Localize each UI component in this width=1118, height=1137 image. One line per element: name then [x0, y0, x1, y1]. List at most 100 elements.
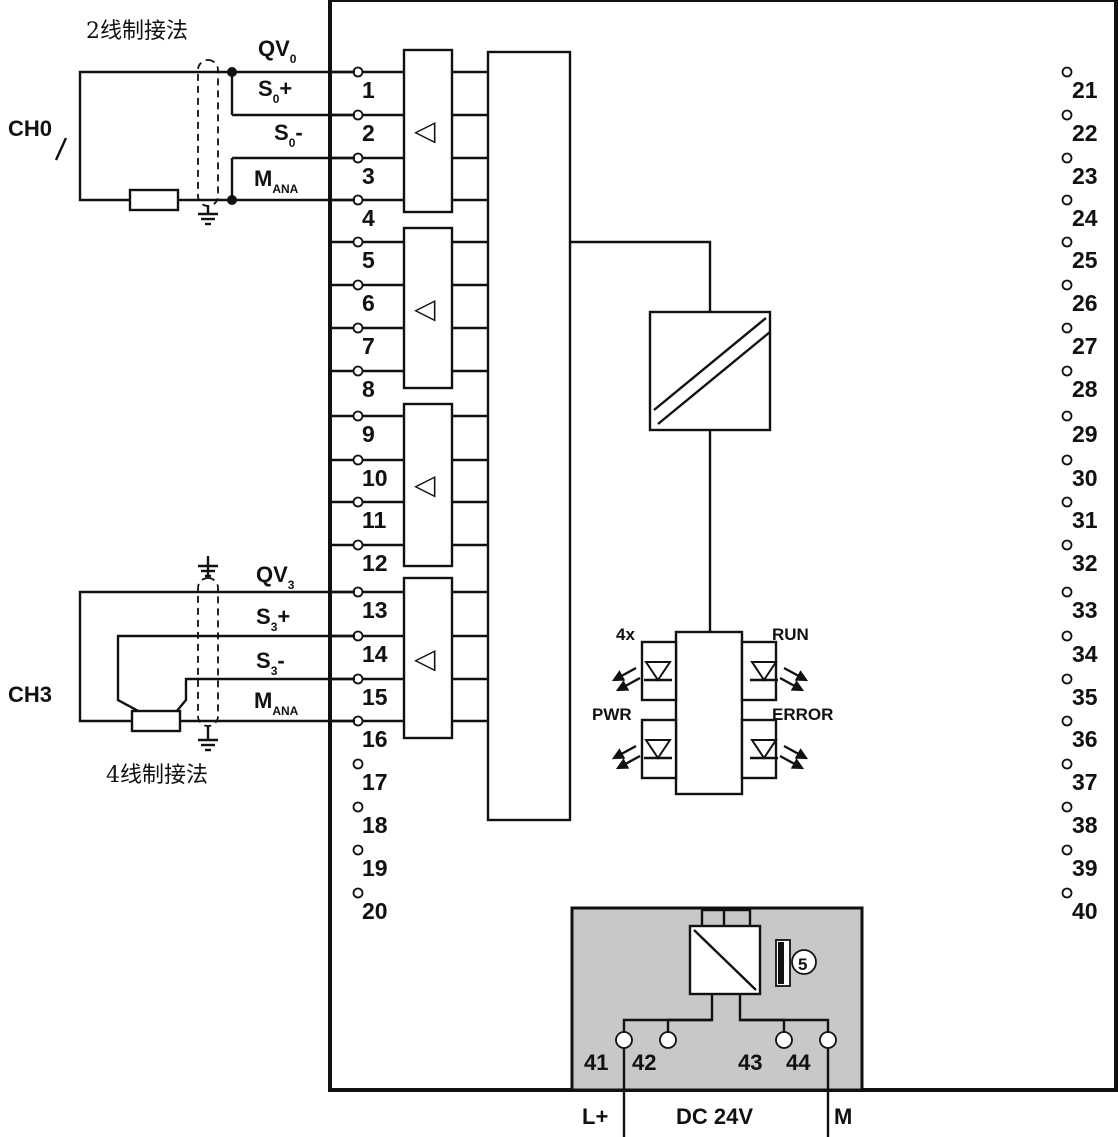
right-terminal-circle [1061, 236, 1073, 248]
terminal-to-amplifier-wires [362, 70, 404, 723]
right-terminal-circle [1061, 715, 1073, 727]
right-terminal-circle [1061, 194, 1073, 206]
amplifier-block-ch2: ◁ [402, 402, 488, 568]
right-terminal-number: 25 [1072, 247, 1098, 273]
ch0-external-wiring [54, 59, 355, 226]
right-terminal-circle [1061, 801, 1073, 813]
left-terminal-circle [352, 887, 364, 899]
right-terminal-circle [1061, 410, 1073, 422]
fuse-icon: 5 [775, 939, 817, 987]
left-terminal-number: 20 [362, 898, 388, 924]
left-terminal-number: 6 [362, 290, 375, 316]
led-run-label: RUN [772, 625, 809, 644]
power-terminal-43: 43 [738, 1050, 762, 1075]
led-error [740, 718, 809, 780]
left-terminal-number: 19 [362, 855, 388, 881]
right-terminal-circle [1061, 630, 1073, 642]
right-terminal-circle [1061, 539, 1073, 551]
right-terminal-number: 27 [1072, 333, 1098, 359]
right-terminal-number: 32 [1072, 550, 1098, 576]
left-terminal-circle [352, 496, 364, 508]
left-terminal-number: 11 [362, 507, 387, 533]
left-terminal-number: 5 [362, 247, 375, 273]
right-terminal-number: 24 [1072, 205, 1098, 231]
amplifier-block-ch3: ◁ [402, 576, 488, 740]
right-terminal-circle [1061, 109, 1073, 121]
power-terminal-44: 44 [786, 1050, 811, 1075]
amplifier-block-ch1: ◁ [402, 226, 488, 390]
left-terminal-circle [352, 322, 364, 334]
right-terminal-circle [1061, 758, 1073, 770]
right-terminal-circle [1061, 586, 1073, 598]
right-terminal-number: 23 [1072, 163, 1098, 189]
left-terminal-circle [352, 801, 364, 813]
right-terminal-circle [1061, 152, 1073, 164]
right-terminal-number: 30 [1072, 465, 1098, 491]
right-terminal-circle [1061, 279, 1073, 291]
led-run [740, 640, 809, 702]
amplifier-symbol: ◁ [414, 469, 436, 500]
power-terminal-42: 42 [632, 1050, 656, 1075]
right-terminal-circle [1061, 887, 1073, 899]
left-terminal-number: 14 [362, 641, 388, 667]
signal-s3-plus: S3+ [256, 604, 290, 634]
right-terminal-number: 37 [1072, 769, 1098, 795]
left-terminal-number: 12 [362, 550, 388, 576]
multiplexer-bus [486, 50, 572, 822]
left-terminal-number: 10 [362, 465, 388, 491]
power-dc-label: DC 24V [676, 1104, 753, 1129]
amplifier-symbol: ◁ [414, 643, 436, 674]
left-terminal-circle [352, 758, 364, 770]
signal-s0-minus: S0- [274, 120, 303, 150]
left-terminal-number: 16 [362, 726, 388, 752]
led-error-label: ERROR [772, 705, 833, 724]
two-wire-note: 2线制接法 [86, 19, 188, 44]
left-terminal-number: 3 [362, 163, 375, 189]
left-terminal-stubs [330, 70, 358, 723]
led-count-label: 4x [616, 625, 635, 644]
right-terminal-number: 28 [1072, 376, 1098, 402]
amplifier-block-ch0: ◁ [402, 48, 488, 214]
right-terminal-number: 38 [1072, 812, 1098, 838]
four-wire-note: 4线制接法 [106, 763, 208, 788]
power-terminal-41: 41 [584, 1050, 608, 1075]
right-terminal-number: 39 [1072, 855, 1098, 881]
left-terminal-number: 2 [362, 120, 375, 146]
left-terminal-number: 15 [362, 684, 388, 710]
right-terminal-circle [1061, 454, 1073, 466]
isolation-converter [648, 310, 772, 432]
led-pwr [611, 718, 678, 780]
left-terminal-circle [352, 279, 364, 291]
right-terminal-circle [1061, 496, 1073, 508]
channel-label-ch3: CH3 [8, 682, 52, 707]
signal-m-ana-ch3: MANA [254, 688, 299, 718]
right-terminal-number: 26 [1072, 290, 1098, 316]
left-terminal-circle [352, 365, 364, 377]
left-terminal-circle [352, 236, 364, 248]
signal-qv0: QV0 [258, 36, 297, 66]
ch3-external-wiring [78, 556, 355, 752]
signal-s0-plus: S0+ [258, 76, 292, 106]
right-terminal-circle [1061, 673, 1073, 685]
power-m-label: M [834, 1104, 852, 1129]
signal-m-ana-ch0: MANA [254, 166, 299, 196]
right-terminal-circle [1061, 66, 1073, 78]
signal-qv3: QV3 [256, 562, 295, 592]
amplifier-symbol: ◁ [414, 293, 436, 324]
left-terminal-number: 17 [362, 769, 388, 795]
bus-to-isolator-wire [570, 240, 712, 312]
left-terminal-circle [352, 539, 364, 551]
left-terminal-number: 9 [362, 421, 375, 447]
channel-label-ch0: CH0 [8, 116, 52, 141]
right-terminal-circle [1061, 322, 1073, 334]
led-block: 4x PWR RUN ERROR [592, 625, 833, 796]
right-terminal-number: 29 [1072, 421, 1098, 447]
power-supply-block: 5 41 42 43 44 [570, 906, 864, 1137]
right-terminal-number: 40 [1072, 898, 1098, 924]
left-terminal-number: 1 [362, 77, 375, 103]
power-l-plus-label: L+ [582, 1104, 608, 1129]
left-terminal-number: 4 [362, 205, 375, 231]
right-terminal-circle [1061, 365, 1073, 377]
